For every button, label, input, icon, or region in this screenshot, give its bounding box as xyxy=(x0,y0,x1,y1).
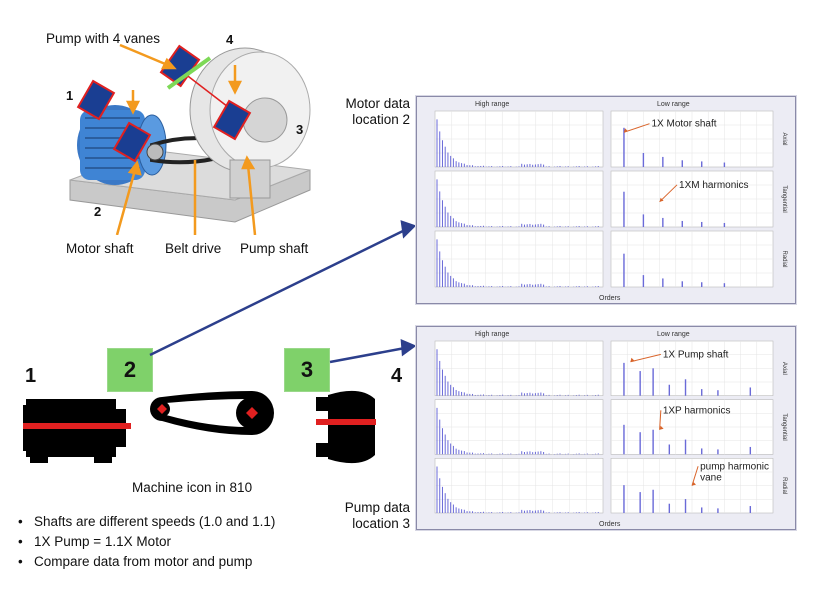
motor-shaft-label: Motor shaft xyxy=(66,241,134,256)
location-box-2: 2 xyxy=(107,348,153,392)
location-number-4: 4 xyxy=(226,32,234,47)
pump-vanes-label: Pump with 4 vanes xyxy=(46,31,161,46)
spectrum-annotation: pump harmonic xyxy=(700,461,769,472)
pump-icon xyxy=(316,390,376,464)
spectrum-annotation: 1X Pump shaft xyxy=(663,349,729,360)
machine-photo xyxy=(69,43,311,235)
bullet-item: Shafts are different speeds (1.0 and 1.1… xyxy=(18,512,275,532)
annotation-arrow xyxy=(659,410,662,430)
spectrum-annotation: vane xyxy=(700,472,722,483)
orientation-label: Axial xyxy=(781,362,787,375)
orientation-label: Radial xyxy=(781,477,787,494)
location-number-3: 3 xyxy=(296,122,304,137)
motor-panel-title: Motor data location 2 xyxy=(345,96,410,127)
annotation-arrow xyxy=(623,123,650,133)
orientation-label: Tangential xyxy=(781,185,787,212)
sensor-3 xyxy=(212,99,252,141)
machine-icon xyxy=(23,390,376,464)
low-range-header: Low range xyxy=(657,101,690,108)
icon-number-4: 4 xyxy=(391,365,403,387)
spectrum-annotation: 1X Motor shaft xyxy=(652,119,717,130)
location-box-3: 3 xyxy=(284,348,330,392)
orientation-label: Tangential xyxy=(781,413,787,440)
sensor-1 xyxy=(76,79,116,121)
orientation-label: Axial xyxy=(781,132,787,145)
bullet-item: Compare data from motor and pump xyxy=(18,552,275,572)
spectrum-annotation: 1XP harmonics xyxy=(663,405,731,416)
sensor-2 xyxy=(112,121,152,163)
annotation-arrow xyxy=(630,353,661,363)
high-range-header: High range xyxy=(475,101,509,108)
location-number-1: 1 xyxy=(66,88,74,103)
pump-panel-title: Pump data location 3 xyxy=(344,500,410,531)
motor-icon xyxy=(23,399,131,463)
bullet-item: 1X Pump = 1.1X Motor xyxy=(18,532,275,552)
low-range-header: Low range xyxy=(657,331,690,338)
pump-shaft-label: Pump shaft xyxy=(240,241,309,256)
x-axis-label: Orders xyxy=(599,521,621,528)
x-axis-label: Orders xyxy=(599,295,621,302)
orientation-label: Radial xyxy=(781,250,787,267)
high-range-header: High range xyxy=(475,331,509,338)
belt-drive-icon xyxy=(150,391,274,435)
bullet-list: Shafts are different speeds (1.0 and 1.1… xyxy=(18,512,275,572)
spectrum-annotation: 1XM harmonics xyxy=(679,180,748,191)
icon-caption: Machine icon in 810 xyxy=(132,480,253,495)
belt-drive-label: Belt drive xyxy=(165,241,222,256)
location-number-2: 2 xyxy=(94,204,102,219)
icon-number-1: 1 xyxy=(25,365,37,387)
annotation-arrow xyxy=(659,184,678,203)
